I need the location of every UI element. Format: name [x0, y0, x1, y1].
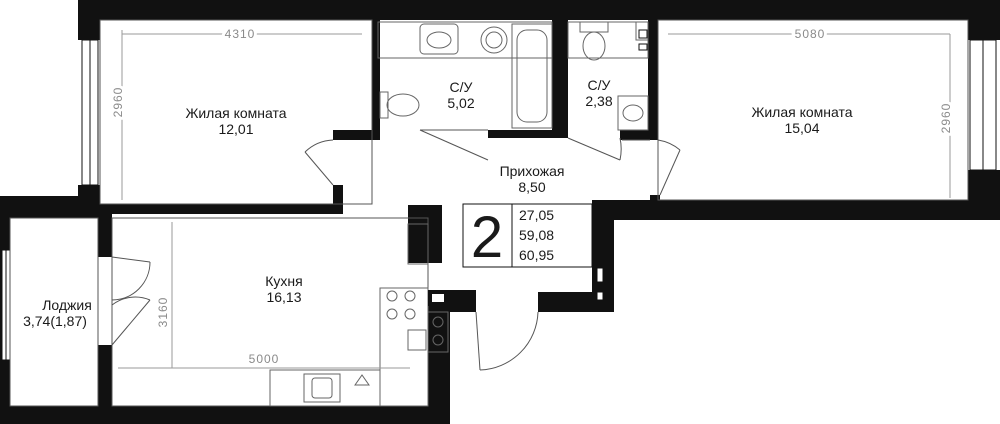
dimension-lines [118, 30, 951, 369]
room-bath2-area: 2,38 [585, 93, 612, 109]
dim-living1-depth: 2960 [111, 87, 125, 118]
bath-fixtures [377, 21, 649, 131]
room-hall-name: Прихожая [500, 163, 565, 179]
room-bath2-name: С/У [588, 77, 611, 93]
windows [1, 20, 997, 361]
room-loggia-name: Лоджия [42, 297, 92, 313]
room-living2-name: Жилая комната [751, 104, 852, 120]
dim-living1-width: 4310 [225, 27, 256, 41]
dim-living2-depth: 2960 [939, 103, 953, 134]
dim-kitchen-depth: 3160 [156, 297, 170, 328]
room-bath1-area: 5,02 [447, 95, 474, 111]
room-living1-name: Жилая комната [185, 105, 286, 121]
dim-kitchen-width: 5000 [249, 352, 280, 366]
room-living1-area: 12,01 [218, 121, 253, 137]
doors [111, 129, 681, 371]
entrance-details [428, 29, 648, 306]
dim-living2-width: 5080 [795, 27, 826, 41]
room-living2-area: 15,04 [784, 120, 819, 136]
kitchen-fixtures [269, 223, 449, 407]
area-living: 27,05 [519, 207, 554, 223]
area-total-with-loggia: 60,95 [519, 247, 554, 263]
room-hall-area: 8,50 [518, 179, 545, 195]
apartment-info-box: 2 27,05 59,08 60,95 [462, 203, 593, 270]
room-kitchen-name: Кухня [265, 273, 302, 289]
room-bath1-name: С/У [450, 79, 473, 95]
room-loggia-area: 3,74(1,87) [23, 313, 87, 329]
room-kitchen-area: 16,13 [266, 289, 301, 305]
rooms-count: 2 [471, 205, 503, 270]
area-total: 59,08 [519, 227, 554, 243]
